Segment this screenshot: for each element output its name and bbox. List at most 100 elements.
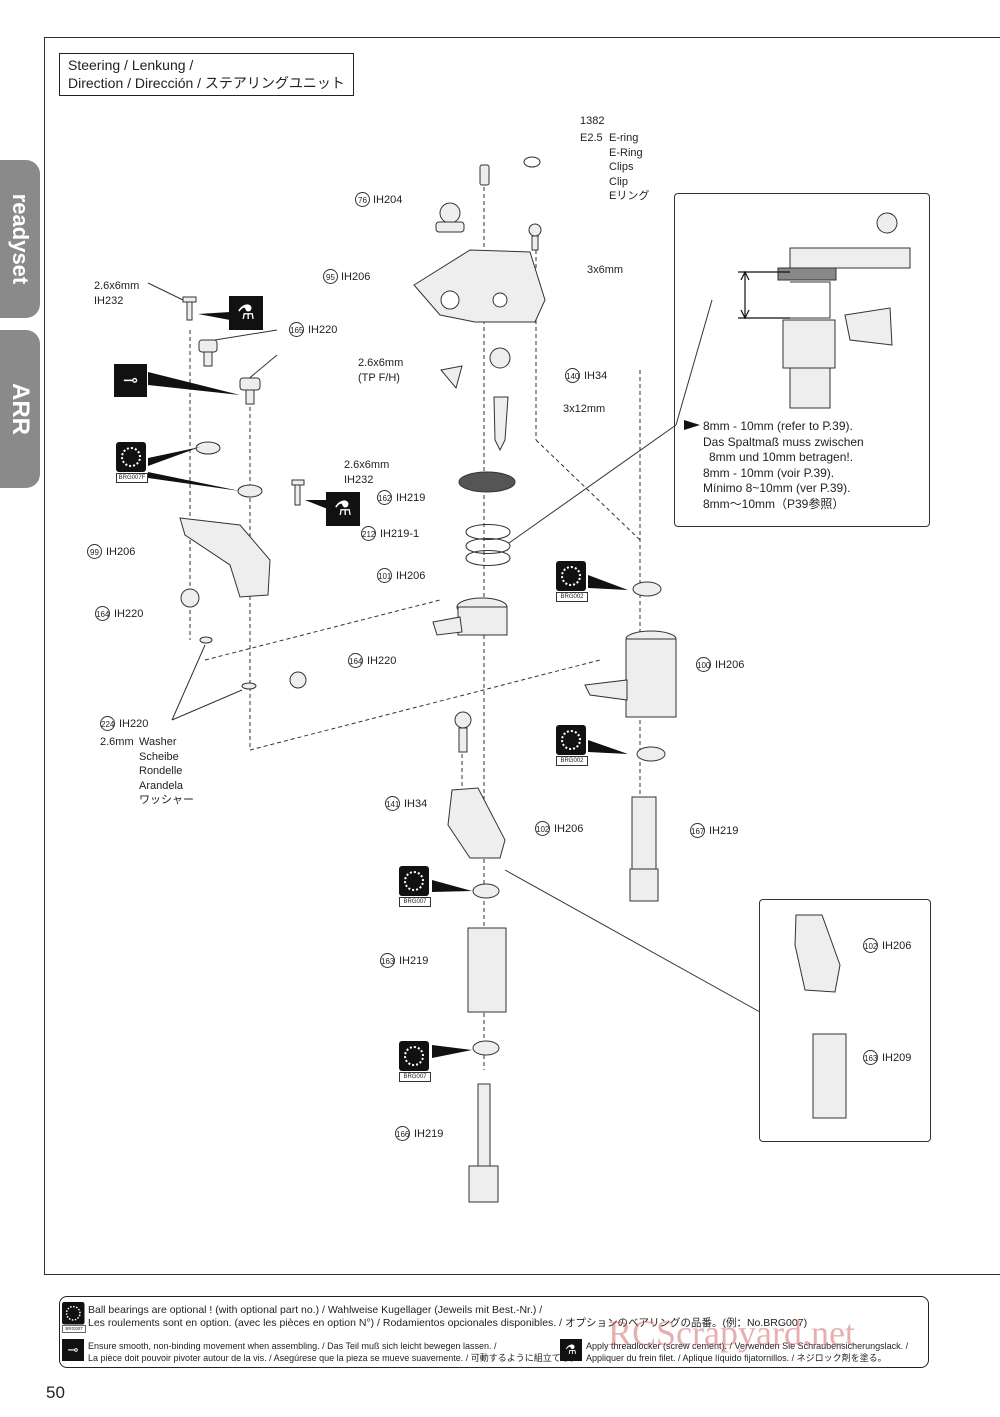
washer-size: 2.6mm [100, 736, 134, 748]
bearing-icon [556, 725, 586, 755]
eclip-name-en: E-ring [609, 132, 639, 144]
screw-3x12-label: 3x12mm [563, 403, 606, 415]
screw-tpfh-size: 2.6x6mm [358, 357, 404, 369]
screw-26x6-b-size: 2.6x6mm [344, 459, 390, 471]
legend-bearing: BRG007 [62, 1302, 86, 1333]
ih219-1-212-code: IH219-1 [380, 528, 420, 540]
inset-163-callout-number: 163 [863, 1050, 878, 1065]
ih220-164a-code: IH220 [114, 608, 144, 620]
ih206-99-callout-number: 99 [87, 544, 102, 559]
bearing-brg002-b: BRG002 [556, 725, 588, 766]
ih219-1-212-callout-number: 212 [361, 526, 376, 541]
eclip-name-jp: Eリング [609, 190, 650, 202]
washer-name-jp: ワッシャー [139, 794, 194, 806]
ih34-140-code: IH34 [584, 370, 608, 382]
watermark: RCScrapyard.net [608, 1313, 855, 1353]
spring-gap-callout: 8mm - 10mm (refer to P.39). Das Spaltmaß… [674, 193, 930, 527]
ih219-162-callout-number: 162 [377, 490, 392, 505]
ih204-code: IH204 [373, 194, 403, 206]
screw-26x6-a-code: IH232 [94, 295, 124, 307]
callout-line-jp: 8mm～10mm（P39参照） [703, 496, 845, 511]
bearing-icon [116, 442, 146, 472]
callout-line-de-1: Das Spaltmaß muss zwischen [703, 434, 864, 449]
bearing-brg007f: BRG007F [116, 442, 148, 483]
screw-26x6-a-size: 2.6x6mm [94, 280, 140, 292]
ih34-141-callout-number: 141 [385, 796, 400, 811]
threadlocker-icon: ⚗ [560, 1339, 582, 1361]
smooth-note-line-1: Ensure smooth, non-binding movement when… [88, 1341, 497, 1351]
ih219-163-callout-number: 163 [380, 953, 395, 968]
inset-102-code: IH206 [882, 940, 912, 952]
ih204-callout-number: 76 [355, 192, 370, 207]
pivot-smooth-icon: ⊸ [62, 1339, 84, 1361]
bearing-code: BRG002 [556, 592, 588, 602]
legend-footer: BRG007 Ball bearings are optional ! (wit… [59, 1296, 929, 1368]
eclip-names: E-ring E-Ring Clips Clip Eリング [609, 131, 649, 204]
eclip-size: E2.5 [580, 132, 603, 144]
ih206-102-code: IH206 [554, 823, 584, 835]
callout-line-fr: 8mm - 10mm (voir P.39). [703, 465, 835, 480]
ih219-162-code: IH219 [396, 492, 426, 504]
ih219-167-callout-number: 167 [690, 823, 705, 838]
bearing-code: BRG007 [399, 1072, 431, 1082]
ih220-164b-code: IH220 [367, 655, 397, 667]
callout-line-en: 8mm - 10mm (refer to P.39). [703, 419, 853, 433]
washer-name-fr: Rondelle [139, 765, 183, 777]
bearing-icon [62, 1302, 85, 1325]
eclip-name-es: Clip [609, 175, 628, 188]
screw-3x6-label: 3x6mm [587, 264, 624, 276]
washer-name-de: Scheibe [139, 750, 179, 763]
washer-names: Washer Scheibe Rondelle Arandela ワッシャー [139, 735, 194, 808]
ih220-165-code: IH220 [308, 324, 338, 336]
pivot-smooth-icon: ⊸ [114, 364, 147, 397]
callout-line-de-2: 8mm und 10mm betragen!. [709, 450, 854, 464]
side-tab-readyset: readyset [0, 160, 40, 318]
ih206-102-callout-number: 102 [535, 821, 550, 836]
bearing-note-line-2: Les roulements sont en option. (avec les… [88, 1317, 808, 1329]
washer-name-en: Washer [139, 736, 177, 748]
title-line-2: Direction / Dirección / ステアリングユニット [68, 75, 345, 91]
bearing-code: BRG007 [399, 897, 431, 907]
bearing-brg007-b: BRG007 [399, 1041, 431, 1082]
bearing-brg007-a: BRG007 [399, 866, 431, 907]
legend-bearing-code: BRG007 [62, 1325, 86, 1333]
eclip-name-fr: Clips [609, 161, 634, 173]
ih206-99-code: IH206 [106, 546, 136, 558]
threadlocker-icon: ⚗ [229, 296, 263, 330]
bearing-icon [399, 866, 429, 896]
ih206-101-callout-number: 101 [377, 568, 392, 583]
title-line-1: Steering / Lenkung / [68, 57, 194, 73]
ih206-101-code: IH206 [396, 570, 426, 582]
ih220-164b-callout-number: 164 [348, 653, 363, 668]
detail-inset [759, 899, 931, 1142]
inset-163-code: IH209 [882, 1052, 912, 1064]
bearing-icon [556, 561, 586, 591]
threadlocker-note-line-2: Appliquer du frein filet. / Aplique líqu… [586, 1353, 887, 1363]
ih34-141-code: IH34 [404, 798, 428, 810]
ih206-100-code: IH206 [715, 659, 745, 671]
callout-line-es: Mínimo 8~10mm (ver P.39). [703, 481, 851, 495]
ih219-163-code: IH219 [399, 955, 429, 967]
ih219-166-code: IH219 [414, 1128, 444, 1140]
eclip-part-number: 1382 [580, 115, 605, 127]
ih220-224-callout-number: 224 [100, 716, 115, 731]
ih220-164a-callout-number: 164 [95, 606, 110, 621]
callout-text: 8mm - 10mm (refer to P.39). Das Spaltmaß… [703, 419, 864, 512]
threadlocker-note-line-1: Apply threadlocker (screw cement). / Ver… [586, 1341, 909, 1351]
washer-name-es: Arandela [139, 779, 184, 792]
bearing-icon [399, 1041, 429, 1071]
threadlocker-icon: ⚗ [326, 492, 360, 526]
ih34-140-callout-number: 140 [565, 368, 580, 383]
eclip-name-de: E-Ring [609, 146, 643, 159]
ih206-95-code: IH206 [341, 271, 371, 283]
page-number: 50 [46, 1383, 65, 1402]
bearing-code: BRG007F [116, 473, 148, 483]
ih219-167-code: IH219 [709, 825, 739, 837]
screw-26x6-b-code: IH232 [344, 474, 374, 486]
ih220-165-callout-number: 165 [289, 322, 304, 337]
ih219-166-callout-number: 166 [395, 1126, 410, 1141]
bearing-brg002-a: BRG002 [556, 561, 588, 602]
side-tab-arr: ARR [0, 330, 40, 488]
bearing-note-line-1: Ball bearings are optional ! (with optio… [88, 1304, 543, 1316]
